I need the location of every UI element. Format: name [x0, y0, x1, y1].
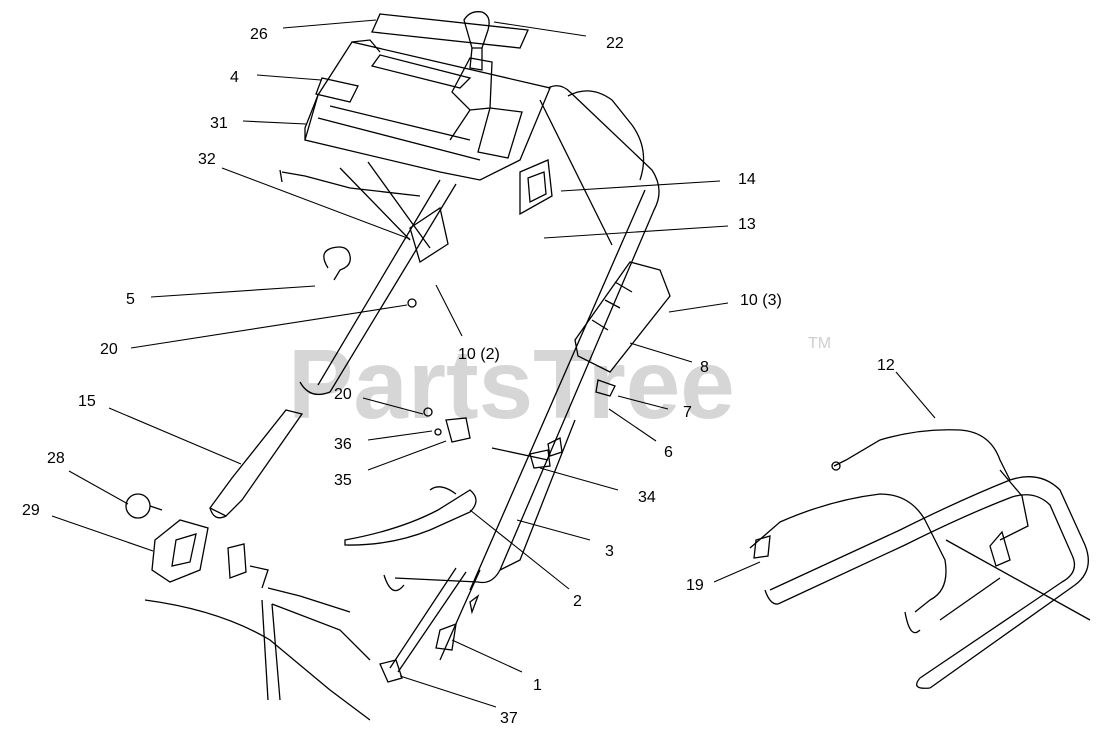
cable-12: [831, 429, 1011, 481]
callout-4: 4: [230, 69, 239, 86]
callout-20-lower: 20: [334, 386, 352, 403]
callout-28: 28: [47, 450, 65, 467]
decal-26: [371, 13, 529, 49]
watermark-text: PartsTree: [288, 329, 735, 439]
callout-lines: [51, 19, 936, 708]
callout-2: 2: [573, 593, 582, 610]
callout-3: 3: [605, 543, 614, 560]
rod-19: [749, 493, 947, 634]
knob-28: [125, 493, 163, 519]
callout-10-2: 10 (2): [458, 346, 500, 363]
callout-35: 35: [334, 472, 352, 489]
callout-19: 19: [686, 577, 704, 594]
callout-26: 26: [250, 26, 268, 43]
callout-5: 5: [126, 291, 135, 308]
callout-36: 36: [334, 436, 352, 453]
bracket-29: [151, 519, 269, 589]
hairpin-5: [323, 246, 417, 308]
upper-handle-left: [299, 179, 457, 396]
callout-12: 12: [877, 357, 895, 374]
control-bracket-8: [574, 261, 671, 397]
callout-6: 6: [664, 444, 673, 461]
upper-handle-right: [383, 85, 660, 592]
callout-14: 14: [738, 171, 756, 188]
plate-14: [519, 159, 553, 216]
callout-15: 15: [78, 393, 96, 410]
bolt-34: [491, 447, 551, 469]
callout-1: 1: [533, 677, 542, 694]
callout-8: 8: [700, 359, 709, 376]
callout-34: 34: [638, 489, 656, 506]
lower-tube-15: [209, 409, 304, 519]
callout-32: 32: [198, 151, 216, 168]
shift-lever-knob: [449, 11, 493, 141]
callout-7: 7: [683, 404, 692, 421]
callout-22: 22: [606, 35, 624, 52]
callout-10-3: 10 (3): [740, 292, 782, 309]
cable-3: [439, 419, 576, 661]
callout-13: 13: [738, 216, 756, 233]
mower-deck: [144, 587, 371, 721]
callout-labels: 26 22 4 31 32 14 13 10 (3) 5 20 10 (2) 8…: [22, 26, 895, 727]
callout-29: 29: [22, 502, 40, 519]
callout-20-upper: 20: [100, 341, 118, 358]
right-handle-assembly: [764, 469, 1091, 689]
bracket-35: [423, 407, 471, 443]
callout-37: 37: [500, 710, 518, 727]
console-panel: [304, 39, 551, 181]
bail-lever-2: [344, 486, 477, 546]
rod-37: [379, 567, 467, 683]
callout-31: 31: [210, 115, 228, 132]
support-brackets: [279, 161, 449, 264]
watermark-trademark: TM: [808, 335, 831, 352]
